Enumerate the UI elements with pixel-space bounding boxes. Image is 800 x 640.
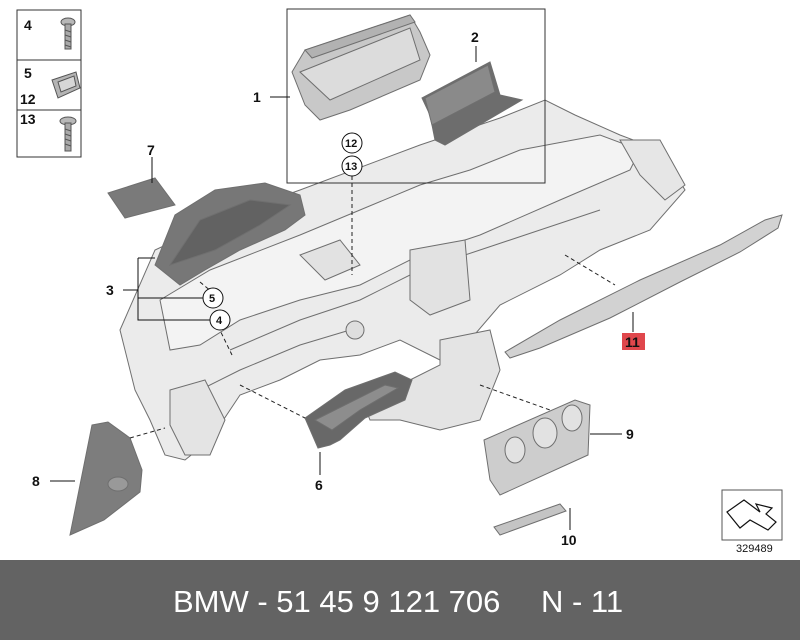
callout-9: 9 xyxy=(626,426,634,442)
footer-bar: BMW - 51 45 9 121 706 N - 11 xyxy=(0,560,800,640)
glove-compartment xyxy=(291,14,431,121)
callout-3: 3 xyxy=(106,282,114,298)
trim-strip xyxy=(493,503,567,536)
callout-10: 10 xyxy=(561,532,577,548)
item-number: N - 11 xyxy=(541,584,624,619)
storage-tray xyxy=(421,61,524,146)
dashboard-carrier xyxy=(119,99,686,461)
circled-ref-13: 13 xyxy=(341,155,363,177)
legend-num-4: 4 xyxy=(24,17,32,33)
direction-arrow-icon xyxy=(726,499,777,531)
circled-ref-4: 4 xyxy=(209,309,231,331)
cluster-cover xyxy=(154,182,306,286)
glovebox-group-frame xyxy=(286,8,546,184)
end-trim xyxy=(69,421,143,536)
circled-ref-5: 5 xyxy=(202,287,224,309)
circled-ref-12: 12 xyxy=(341,132,363,154)
svg-text:13: 13 xyxy=(345,161,357,173)
clip-nut-icon xyxy=(51,71,81,99)
callout-11: 11 xyxy=(625,334,640,350)
legend-num-5: 5 xyxy=(24,65,32,81)
callout-6: 6 xyxy=(315,477,323,493)
svg-text:4: 4 xyxy=(216,315,223,327)
svg-text:12: 12 xyxy=(345,138,357,150)
tapping-screw-icon xyxy=(59,116,77,152)
callout-2: 2 xyxy=(471,29,479,45)
parts-diagram: 4 5 12 13 xyxy=(16,8,783,555)
screw-icon xyxy=(60,17,76,50)
knee-trim xyxy=(304,371,413,449)
callout-7: 7 xyxy=(147,142,155,158)
legend-num-12: 12 xyxy=(20,91,36,107)
svg-text:5: 5 xyxy=(209,293,215,305)
control-panel xyxy=(483,399,591,496)
callout-11-highlight: 11 xyxy=(622,333,645,350)
callout-1: 1 xyxy=(253,89,261,105)
trim-pad xyxy=(107,177,176,219)
fastener-legend: 4 5 12 13 xyxy=(16,9,82,158)
decorative-trim xyxy=(504,214,783,359)
diagram-number: 329489 xyxy=(736,543,773,555)
legend-num-13: 13 xyxy=(20,111,36,127)
part-number: BMW - 51 45 9 121 706 xyxy=(173,584,501,619)
callout-8: 8 xyxy=(32,473,40,489)
diagram-id-box: 329489 xyxy=(721,489,783,555)
